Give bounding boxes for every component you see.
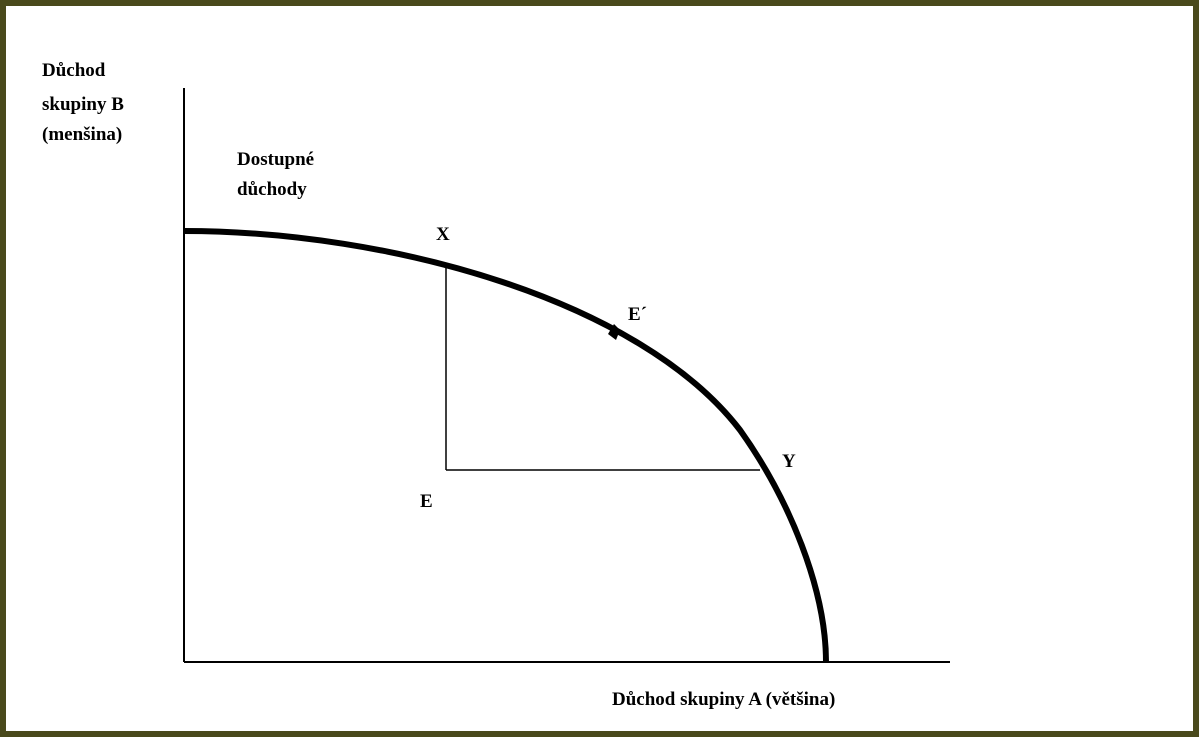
point-e-prime-mark (608, 324, 620, 340)
y-axis-label-line1: Důchod (42, 60, 106, 81)
point-e-label: E (420, 491, 433, 512)
point-y-label: Y (782, 451, 796, 472)
income-frontier-curve (183, 228, 829, 663)
point-e-prime-label: E´ (628, 304, 647, 325)
y-axis-label-line2: skupiny B (42, 94, 124, 115)
point-x-label: X (436, 224, 450, 245)
frontier-label-line2: důchody (237, 179, 307, 200)
frontier-label-line1: Dostupné (237, 149, 314, 170)
y-axis-label-line3: (menšina) (42, 124, 122, 145)
x-axis-label: Důchod skupiny A (většina) (612, 689, 835, 710)
